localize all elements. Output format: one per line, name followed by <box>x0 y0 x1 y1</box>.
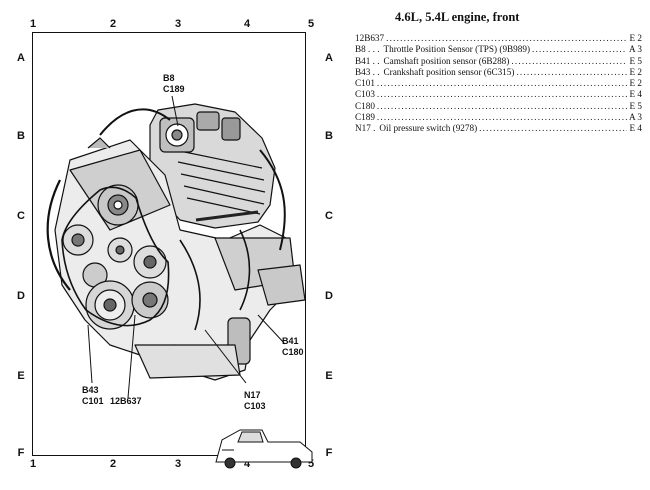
legend-code: B41 . . <box>355 55 380 66</box>
legend-desc: Oil pressure switch (9278) <box>379 123 478 134</box>
callout-b41-c180: B41 C180 <box>282 336 304 358</box>
col-label-top-2: 2 <box>109 18 117 30</box>
legend-location: A 3 <box>628 112 642 123</box>
legend-row: 12B637 .................................… <box>355 33 642 44</box>
col-label-top-4: 4 <box>243 18 251 30</box>
leader-dots: ........................................… <box>516 66 627 77</box>
truck-location-icon <box>215 429 313 469</box>
leader-dots: ........................................… <box>386 33 628 43</box>
col-label-bottom-4: 4 <box>243 458 251 470</box>
callout-b43: B43 <box>82 385 99 395</box>
callout-c189: C189 <box>163 84 185 94</box>
legend-code: C103 <box>355 89 375 100</box>
row-label-left-e: E <box>17 370 25 382</box>
legend-row: N17 . Oil pressure switch (9278) .......… <box>355 123 642 134</box>
legend-row: B8 . . . Throttle Position Sensor (TPS) … <box>355 44 642 55</box>
col-label-top-1: 1 <box>29 18 37 30</box>
legend-location: E 5 <box>629 100 642 111</box>
leader-dots: ........................................… <box>479 123 627 134</box>
callout-b8: B8 <box>163 73 175 83</box>
callout-12b637: 12B637 <box>110 396 142 406</box>
callout-n17: N17 <box>244 390 261 400</box>
engine-diagram: 1 2 3 4 5 1 2 3 4 5 A B C D E F A B C D … <box>17 18 333 470</box>
legend-code: C180 <box>355 100 375 111</box>
leader-dots: ........................................… <box>532 44 627 55</box>
legend-code: C189 <box>355 112 375 123</box>
row-label-right-c: C <box>325 210 333 222</box>
engine-illustration <box>46 95 313 469</box>
legend-code: N17 . <box>355 123 376 134</box>
col-label-bottom-5: 5 <box>307 458 315 470</box>
leader-dots: ........................................… <box>376 100 628 111</box>
legend-row: B43 . . Crankshaft position sensor (6C31… <box>355 67 642 78</box>
col-label-bottom-3: 3 <box>174 458 182 470</box>
row-label-left-d: D <box>17 290 25 302</box>
legend-desc: Throttle Position Sensor (TPS) (9B989) <box>383 44 531 55</box>
callout-n17-c103: N17 C103 <box>244 390 266 412</box>
legend-desc: Camshaft position sensor (6B288) <box>383 55 510 66</box>
col-label-bottom-1: 1 <box>29 458 37 470</box>
row-label-right-d: D <box>325 290 333 302</box>
legend-code: B8 . . . <box>355 44 380 55</box>
row-label-left-c: C <box>17 210 25 222</box>
legend-title: 4.6L, 5.4L engine, front <box>395 10 520 24</box>
callout-c103: C103 <box>244 401 266 411</box>
row-label-right-b: B <box>325 130 333 142</box>
callout-b41: B41 <box>282 336 299 346</box>
legend-row: C103 ...................................… <box>355 89 642 100</box>
leader-dots: ........................................… <box>511 55 627 66</box>
legend-location: E 4 <box>629 123 642 134</box>
col-label-top-5: 5 <box>307 18 315 30</box>
legend-code: C101 <box>355 78 375 89</box>
legend-row: B41 . . Camshaft position sensor (6B288)… <box>355 56 642 67</box>
row-label-left-f: F <box>17 447 25 459</box>
legend-location: A 3 <box>628 44 642 55</box>
row-label-right-f: F <box>325 447 333 459</box>
component-legend: 4.6L, 5.4L engine, front 12B637 ........… <box>355 0 645 200</box>
diagram-frame <box>32 32 306 456</box>
legend-location: E 5 <box>629 55 642 66</box>
row-label-right-a: A <box>325 52 333 64</box>
legend-desc: Crankshaft position sensor (6C315) <box>383 66 515 77</box>
leader-dots: ........................................… <box>376 78 628 89</box>
legend-list: 12B637 .................................… <box>355 33 642 135</box>
leader-dots: ........................................… <box>376 89 628 100</box>
callout-b43-c101: B43 C101 <box>82 385 104 407</box>
legend-code: 12B637 <box>355 33 385 43</box>
legend-location: E 2 <box>629 78 642 89</box>
legend-row: C101 ...................................… <box>355 78 642 89</box>
legend-code: B43 . . <box>355 66 380 77</box>
col-label-top-3: 3 <box>174 18 182 30</box>
row-label-right-e: E <box>325 370 333 382</box>
legend-location: E 2 <box>629 66 642 77</box>
legend-row: C180 ...................................… <box>355 101 642 112</box>
legend-location: E 2 <box>629 33 642 43</box>
callout-c180: C180 <box>282 347 304 357</box>
row-label-left-b: B <box>17 130 25 142</box>
row-label-left-a: A <box>17 52 25 64</box>
callout-b8-c189: B8 C189 <box>163 73 185 95</box>
legend-location: E 4 <box>629 89 642 100</box>
callout-c101: C101 <box>82 396 104 406</box>
leader-dots: ........................................… <box>376 112 627 123</box>
col-label-bottom-2: 2 <box>109 458 117 470</box>
legend-row: C189 ...................................… <box>355 112 642 123</box>
